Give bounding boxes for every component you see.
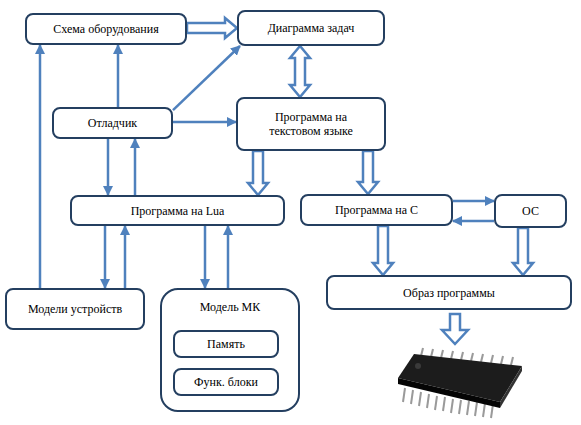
text-wrap: Модель МК bbox=[200, 300, 261, 314]
text-wrap: Программа на Lua bbox=[131, 204, 225, 218]
device-models-box: Модели устройств bbox=[5, 288, 145, 330]
node-label: Программа на Lua bbox=[131, 204, 225, 218]
block-arrow bbox=[442, 314, 468, 344]
arrow-line bbox=[453, 200, 494, 203]
memory-box: Память bbox=[173, 330, 279, 358]
node-label: Программа на текстовом языке bbox=[256, 110, 366, 138]
block-arrow bbox=[513, 228, 533, 275]
block-arrow bbox=[187, 18, 237, 38]
block-arrow bbox=[373, 226, 393, 275]
arrow-line bbox=[227, 226, 230, 288]
lua-box: Программа на Lua bbox=[70, 195, 285, 226]
node-label: Образ программы bbox=[403, 286, 495, 300]
arrow-line bbox=[124, 226, 127, 288]
arrow-line bbox=[117, 45, 120, 107]
text-wrap: Диаграмма задач bbox=[268, 21, 355, 35]
node-label: Диаграмма задач bbox=[268, 21, 355, 35]
node-label: Программа на С bbox=[335, 203, 418, 217]
image-box: Образ программы bbox=[326, 275, 572, 310]
node-label: ОС bbox=[522, 204, 539, 218]
text-wrap: Программа на текстовом языке bbox=[256, 110, 366, 138]
text-wrap: Модели устройств bbox=[28, 302, 122, 316]
text-wrap: Схема оборудования bbox=[53, 22, 158, 36]
arrow-line bbox=[173, 121, 236, 124]
block-arrow bbox=[248, 151, 268, 195]
arrow-line bbox=[173, 46, 240, 110]
node-label: Модель МК bbox=[200, 300, 261, 314]
text-wrap: Программа на С bbox=[335, 203, 418, 217]
node-label: Память bbox=[207, 337, 245, 351]
node-label: Схема оборудования bbox=[53, 22, 158, 36]
debugger-box: Отладчик bbox=[52, 107, 173, 139]
node-label: Модели устройств bbox=[28, 302, 122, 316]
text-wrap: Функ. блоки bbox=[194, 375, 258, 389]
mcu-model-box: Модель МК ПамятьФунк. блоки bbox=[160, 288, 300, 412]
arrow-line bbox=[107, 139, 110, 195]
node-label: Отладчик bbox=[88, 116, 137, 130]
arrow-line bbox=[39, 45, 42, 288]
block-arrow bbox=[358, 151, 378, 194]
image-arrow bbox=[442, 314, 468, 344]
function-blocks-box: Функ. блоки bbox=[173, 368, 279, 396]
arrow-line bbox=[204, 226, 207, 288]
arrow-line bbox=[453, 220, 494, 223]
block-arrow bbox=[290, 46, 310, 97]
os-box: ОС bbox=[494, 194, 567, 228]
node-label: Функ. блоки bbox=[194, 375, 258, 389]
chip bbox=[398, 348, 522, 418]
equipment-box: Схема оборудования bbox=[25, 13, 187, 45]
arrow-line bbox=[104, 226, 107, 288]
c-program-box: Программа на С bbox=[300, 194, 453, 226]
text-wrap: ОС bbox=[522, 204, 539, 218]
text-wrap: Образ программы bbox=[403, 286, 495, 300]
task-box: Диаграмма задач bbox=[237, 10, 385, 46]
text-program-box: Программа на текстовом языке bbox=[236, 97, 386, 151]
text-wrap: Память bbox=[207, 337, 245, 351]
text-wrap: Отладчик bbox=[88, 116, 137, 130]
arrow-line bbox=[134, 139, 137, 195]
